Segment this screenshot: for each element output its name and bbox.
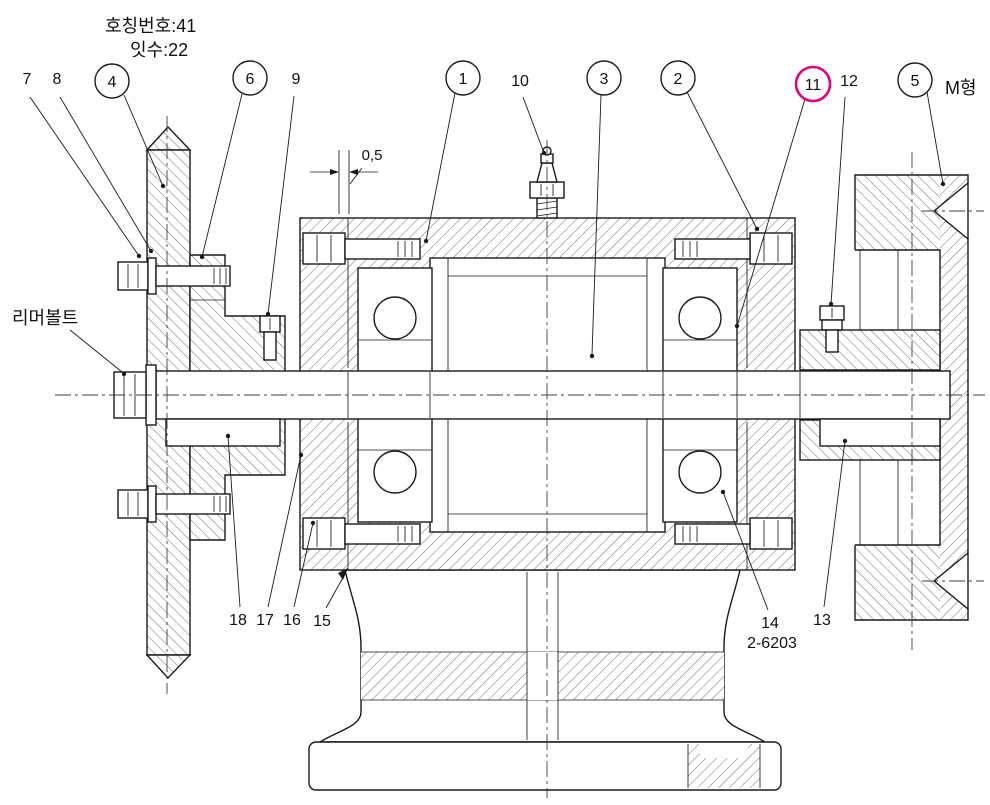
set-screw-part12 <box>819 305 845 353</box>
balloon-14-label[interactable]: 14 <box>761 615 779 632</box>
balloon-18-label[interactable]: 18 <box>229 612 247 629</box>
balloon-6-label[interactable]: 6 <box>246 71 255 88</box>
balloon-13-label[interactable]: 13 <box>813 612 831 629</box>
balloon-12[interactable]: 12 <box>828 73 858 307</box>
balloon-15[interactable]: 15 <box>313 568 348 630</box>
balloon-7-label[interactable]: 7 <box>23 71 32 88</box>
balloon-15-label[interactable]: 15 <box>313 613 331 630</box>
balloon-18[interactable]: 18 <box>225 433 247 629</box>
bearing-spec-label: 2-6203 <box>747 635 797 652</box>
hub-bolt-top-head <box>117 261 149 291</box>
hub-bolt-top-shank <box>155 265 231 287</box>
balloon-4-circle[interactable] <box>94 63 130 99</box>
balloon-16[interactable]: 16 <box>283 520 316 629</box>
cap-bolt-bl-shank <box>344 523 421 545</box>
cap-bolt-bl-head <box>302 517 346 550</box>
hub-bolt-bottom-head <box>117 489 149 519</box>
balloon-5-label[interactable]: 5 <box>911 73 920 90</box>
balloon-3-circle[interactable] <box>586 60 622 96</box>
balloon-7[interactable]: 7 <box>23 71 142 259</box>
cap-bolt-br-head <box>749 517 793 550</box>
sprocket-teeth-label: 잇수:22 <box>130 40 188 60</box>
balloon-11-circle[interactable] <box>794 65 832 103</box>
key-left <box>165 418 281 447</box>
cap-bolt-tl-shank <box>344 238 421 260</box>
cap-bolt-tr-head <box>749 232 793 265</box>
key-right <box>819 418 941 447</box>
balloon-1-label[interactable]: 1 <box>459 71 468 88</box>
pedestal-base <box>308 569 782 791</box>
set-screw9-body <box>263 331 277 361</box>
balloon-6[interactable]: 6 <box>199 60 268 260</box>
balloon-11-label[interactable]: 11 <box>805 77 822 94</box>
balloon-2-circle[interactable] <box>660 60 696 96</box>
pedestal-web-clear <box>527 652 558 700</box>
reamer-bolt-label: 리머볼트 <box>12 308 78 328</box>
balloon-11-highlighted[interactable]: 11 <box>734 65 832 329</box>
sprocket-tooth-bottom <box>145 654 192 680</box>
annotations: 호칭번호:41 잇수:22 리머볼트 M형 2-6203 <box>12 16 977 652</box>
balloon-12-label[interactable]: 12 <box>840 73 858 90</box>
sprocket-call-no-label: 호칭번호:41 <box>105 16 196 36</box>
pulley-rim-bottom <box>855 545 940 620</box>
cap-bolt-tl-head <box>302 232 346 265</box>
set-screw12-washer <box>821 319 843 331</box>
balloon-8[interactable]: 8 <box>53 71 154 254</box>
balloon-4[interactable]: 4 <box>94 63 166 189</box>
balloon-4-label[interactable]: 4 <box>108 74 117 91</box>
hub-bolt-top-washer <box>147 257 157 295</box>
gap-dimension-label: 0,5 <box>362 147 383 164</box>
balloon-3-label[interactable]: 3 <box>600 71 609 88</box>
balloon-9-label[interactable]: 9 <box>292 71 301 88</box>
balloon-2-label[interactable]: 2 <box>674 71 683 88</box>
pedestal-foot <box>308 741 782 791</box>
pulley-type-label: M형 <box>945 78 977 98</box>
bearing-left-ball-bottom <box>373 450 417 494</box>
pulley-rim-top <box>855 175 940 250</box>
balloon-5-circle[interactable] <box>897 62 933 98</box>
balloon-5[interactable]: 5 <box>897 62 946 187</box>
cap-bolt-br-shank <box>674 523 751 545</box>
pulley-hub-upper <box>799 329 941 371</box>
hub-bolt-bottom-shank <box>155 493 231 515</box>
bearing-left-ball-top <box>373 296 417 340</box>
bearing-right-ball-bottom <box>678 450 722 494</box>
balloon-8-label[interactable]: 8 <box>53 71 62 88</box>
pulley-outline <box>854 174 969 621</box>
balloon-1-circle[interactable] <box>445 60 481 96</box>
balloon-6-circle[interactable] <box>232 60 268 96</box>
balloon-14[interactable]: 14 <box>720 489 779 632</box>
balloon-2[interactable]: 2 <box>660 60 760 232</box>
set-screw12-body <box>825 329 839 353</box>
balloon-10[interactable]: 10 <box>511 73 547 156</box>
key-part18 <box>165 418 281 447</box>
balloon-9[interactable]: 9 <box>265 71 301 317</box>
cap-bolts <box>302 232 793 550</box>
balloon-16-label[interactable]: 16 <box>283 612 301 629</box>
centerlines <box>55 116 985 798</box>
reamer-bolt-leader <box>69 329 123 373</box>
bearing-right-ball-top <box>678 296 722 340</box>
balloon-17[interactable]: 17 <box>256 452 304 629</box>
balloon-10-label[interactable]: 10 <box>511 73 529 90</box>
hub-bolts-part8 <box>117 257 231 523</box>
balloon-3[interactable]: 3 <box>586 60 622 359</box>
hub-bolt-bottom-washer <box>147 485 157 523</box>
balloon-13[interactable]: 13 <box>813 438 848 629</box>
balloon-17-label[interactable]: 17 <box>256 612 274 629</box>
key-part13 <box>819 418 941 447</box>
dimension-0-5: 0,5 <box>310 147 382 214</box>
set-screw-part9 <box>259 315 281 361</box>
balloon-1[interactable]: 1 <box>423 60 481 244</box>
cap-bolt-tr-shank <box>674 238 751 260</box>
